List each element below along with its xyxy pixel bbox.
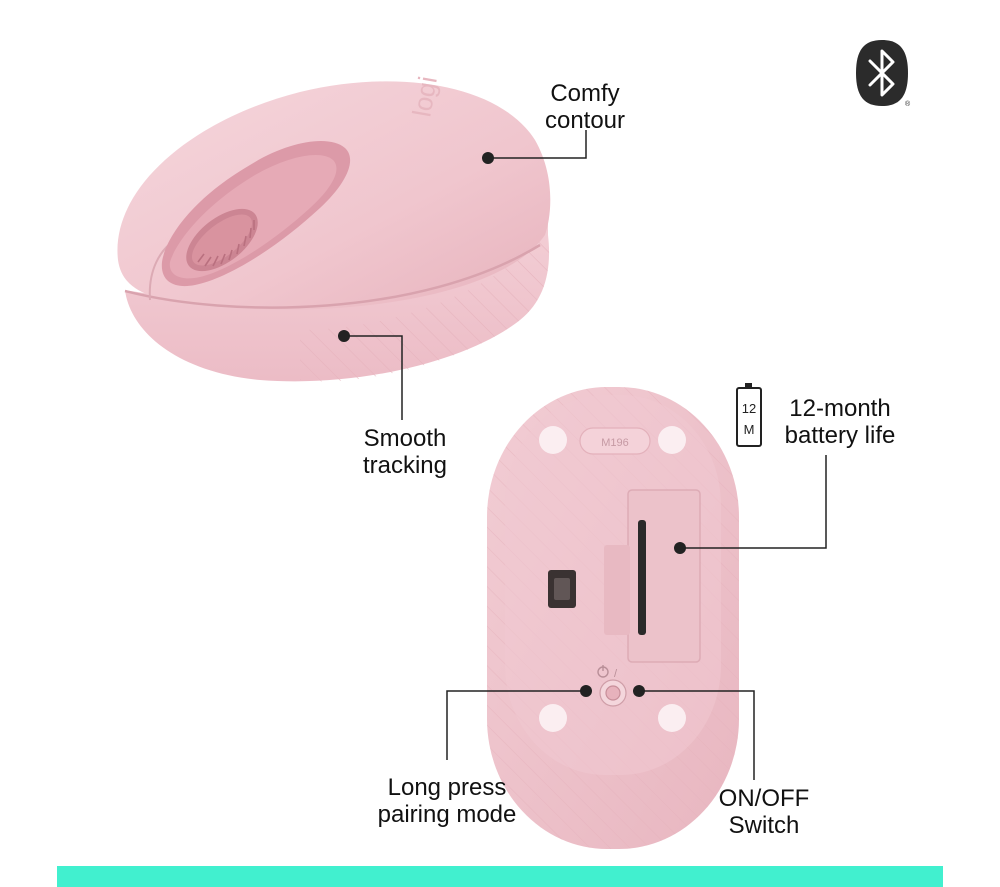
label-battery-life-line1: 12-month	[789, 395, 891, 422]
callout-dot-battery	[674, 542, 686, 554]
label-on-off-switch: ON/OFF Switch	[700, 785, 828, 839]
callout-dot-contour	[482, 152, 494, 164]
on-off-switch	[599, 679, 627, 707]
bluetooth-icon: ®	[856, 40, 911, 108]
label-on-off-switch-line1: ON/OFF	[718, 785, 810, 812]
label-comfy-contour-line1: Comfy	[550, 80, 620, 107]
svg-text:®: ®	[905, 100, 911, 108]
model-engraving: M196	[601, 437, 629, 449]
callout-dot-pairing	[580, 685, 592, 697]
battery-icon: 12 M	[736, 383, 762, 447]
battery-icon-line2: M	[744, 422, 755, 437]
label-smooth-tracking: Smooth tracking	[340, 425, 470, 479]
label-pairing-mode: Long press pairing mode	[362, 774, 532, 828]
label-on-off-switch-line2: Switch	[728, 812, 800, 839]
label-smooth-tracking-line2: tracking	[362, 452, 448, 479]
label-pairing-mode-line1: Long press	[387, 774, 507, 801]
mouse-bottom-view: M196 /	[487, 387, 739, 849]
label-comfy-contour: Comfy contour	[520, 80, 650, 134]
accent-bar	[57, 866, 943, 887]
scroll-wheel	[186, 208, 258, 272]
label-smooth-tracking-line1: Smooth	[363, 425, 447, 452]
label-battery-life: 12-month battery life	[770, 395, 910, 449]
svg-text:/: /	[614, 668, 618, 680]
callouts	[344, 130, 827, 780]
label-battery-life-line2: battery life	[784, 422, 896, 449]
mouse-top-view: logi	[117, 74, 551, 382]
battery-icon-line1: 12	[742, 401, 756, 416]
callout-dot-tracking	[338, 330, 350, 342]
power-icon: /	[597, 665, 618, 680]
logo-emboss: logi	[406, 74, 443, 119]
label-pairing-mode-line2: pairing mode	[377, 801, 517, 828]
callout-dot-switch	[633, 685, 645, 697]
label-comfy-contour-line2: contour	[544, 107, 626, 134]
